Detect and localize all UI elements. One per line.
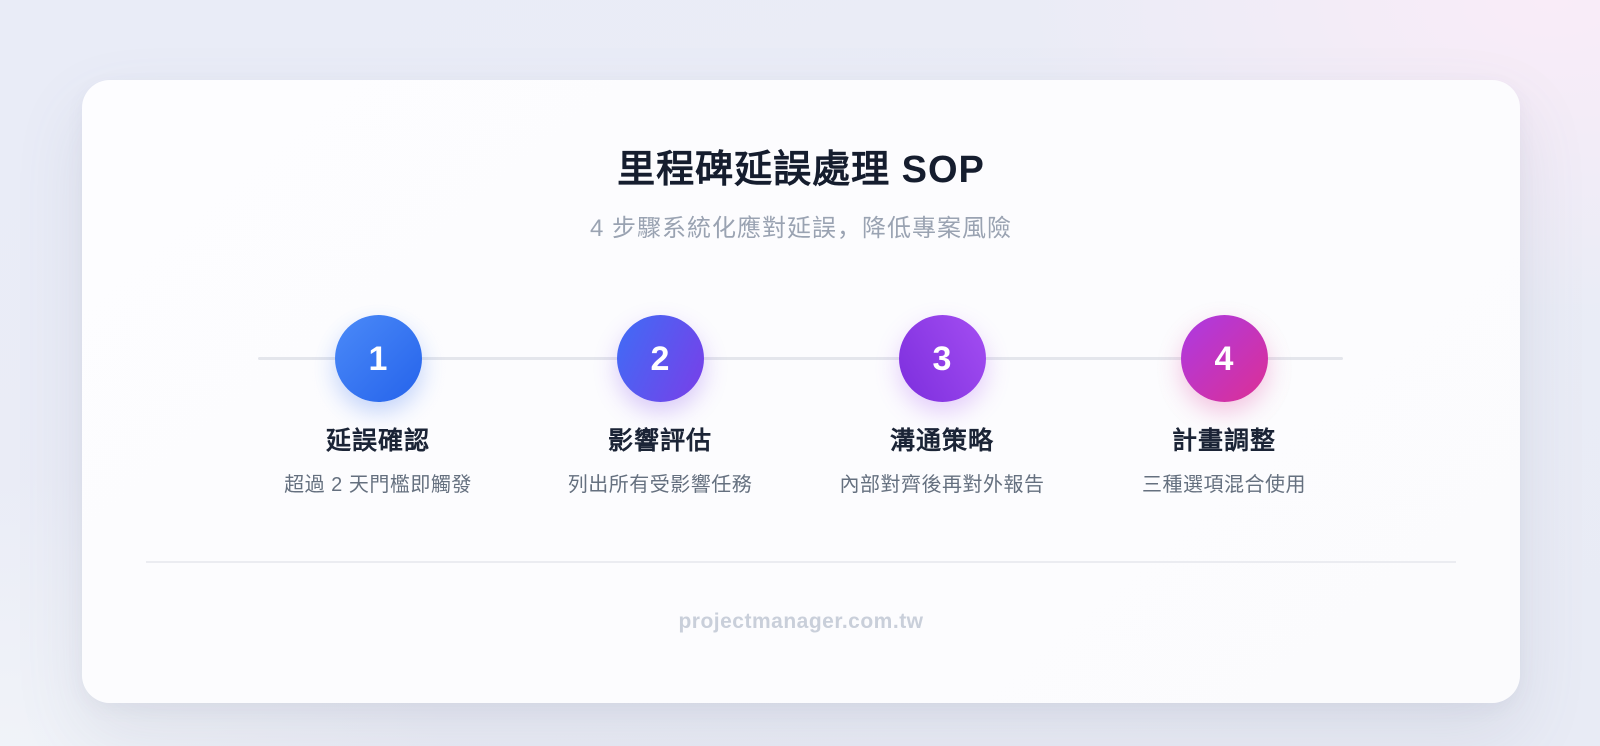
step-description: 內部對齊後再對外報告 [839, 474, 1045, 496]
page-title: 里程碑延誤處理 SOP [617, 149, 985, 191]
step-2-number-badge: 2 [616, 315, 704, 402]
step-item-2: 2 影響評估 列出所有受影響任務 [519, 315, 801, 498]
step-item-3: 3 溝通策略 內部對齊後再對外報告 [801, 315, 1083, 498]
step-title: 延誤確認 [325, 427, 430, 455]
step-number: 3 [932, 339, 952, 378]
step-number: 4 [1214, 339, 1234, 378]
page-subtitle: 4 步驟系統化應對延誤，降低專案風險 [589, 215, 1012, 242]
step-number: 1 [368, 339, 388, 378]
step-3-number-badge: 3 [898, 315, 986, 402]
step-title: 溝通策略 [889, 427, 994, 455]
step-title: 影響評估 [607, 427, 712, 455]
step-4-number-badge: 4 [1180, 315, 1268, 402]
step-description: 三種選項混合使用 [1142, 474, 1306, 496]
footer-divider [146, 561, 1456, 563]
timeline-connector-line [258, 357, 1343, 360]
step-number: 2 [650, 339, 670, 378]
step-description: 列出所有受影響任務 [567, 474, 753, 496]
step-item-1: 1 延誤確認 超過 2 天門檻即觸發 [237, 315, 519, 498]
sop-card: 里程碑延誤處理 SOP 4 步驟系統化應對延誤，降低專案風險 1 延誤確認 超過… [82, 80, 1520, 703]
steps-timeline: 1 延誤確認 超過 2 天門檻即觸發 2 影響評估 列出所有受影響任務 3 溝通… [237, 315, 1365, 498]
step-title: 計畫調整 [1171, 427, 1276, 455]
step-item-4: 4 計畫調整 三種選項混合使用 [1083, 315, 1365, 498]
footer-watermark: projectmanager.com.tw [678, 610, 924, 633]
step-1-number-badge: 1 [334, 315, 422, 402]
step-description: 超過 2 天門檻即觸發 [284, 474, 472, 496]
